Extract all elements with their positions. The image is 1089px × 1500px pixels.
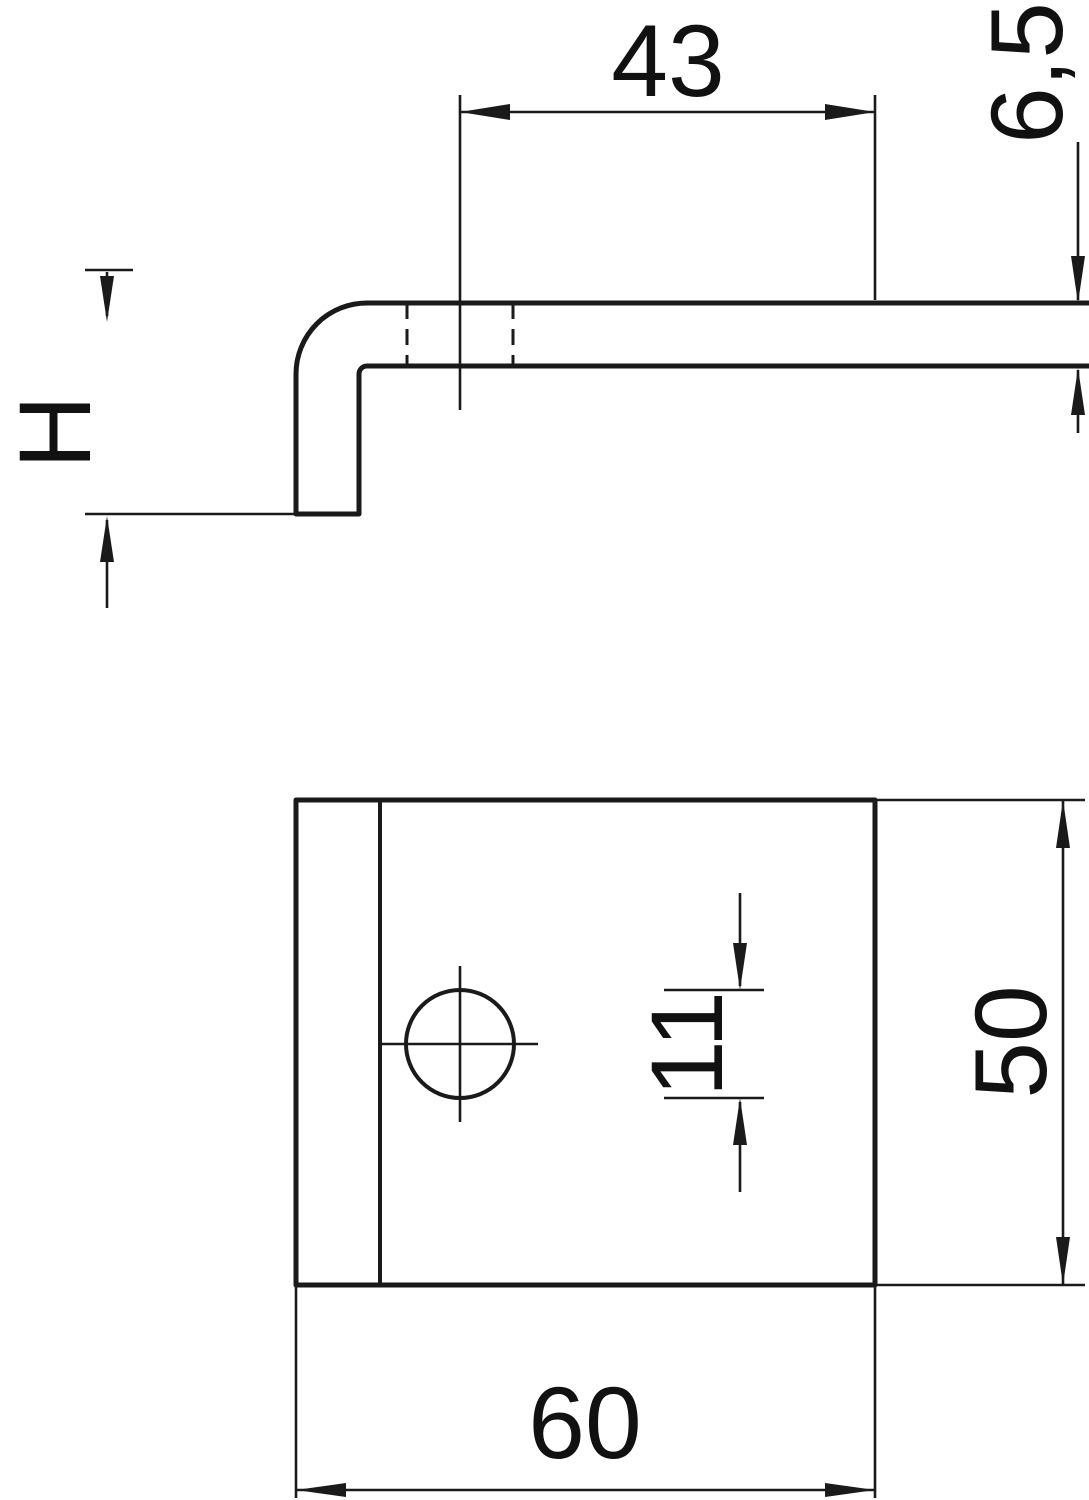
bracket-profile-outline <box>293 300 1089 517</box>
arrowhead-right <box>825 104 875 120</box>
dim-60: 60 <box>294 1285 877 1498</box>
dim-60-label: 60 <box>528 1366 641 1480</box>
hole <box>382 966 538 1122</box>
dim-11-label: 11 <box>630 991 744 1097</box>
plate-outline <box>293 797 878 1288</box>
dim-H: H <box>0 268 298 608</box>
arrowhead-up <box>1056 800 1070 848</box>
dim-11: 11 <box>630 893 764 1192</box>
dim-43-label: 43 <box>611 4 724 118</box>
dim-50: 50 <box>875 798 1085 1287</box>
arrowhead-left <box>296 1483 346 1497</box>
dim-H-label: H <box>0 395 112 469</box>
dim-43: 43 <box>458 4 877 410</box>
side-view: 43 6,5 H <box>0 2 1089 608</box>
dim-6-5: 6,5 <box>970 2 1085 433</box>
arrowhead-right <box>825 1483 875 1497</box>
arrowhead-down <box>733 943 747 990</box>
dim-50-label: 50 <box>954 985 1068 1098</box>
arrowhead-down <box>1071 256 1085 303</box>
arrowhead-down <box>1056 1237 1070 1285</box>
dim-6-5-label: 6,5 <box>970 2 1084 144</box>
plan-view: 11 50 60 <box>293 797 1085 1498</box>
arrowhead-down <box>100 276 114 322</box>
arrowhead-left <box>460 104 510 120</box>
